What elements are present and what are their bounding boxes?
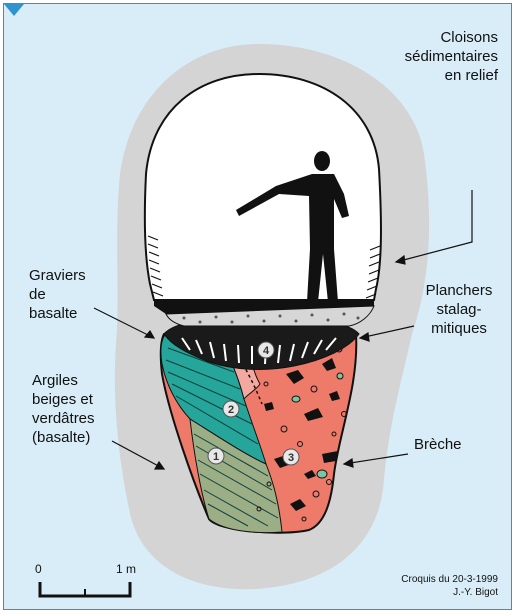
- svg-text:1: 1: [213, 451, 219, 463]
- credit-date: Croquis du 20-3-1999: [334, 574, 498, 586]
- diagram-frame: 1 2 3 4 Cloisons sédimentaires en relief…: [3, 3, 512, 610]
- marker-1: 1: [208, 448, 224, 464]
- label-breccia: Brèche: [414, 435, 462, 454]
- svg-text:4: 4: [263, 345, 270, 357]
- credit-author: J.-Y. Bigot: [334, 587, 498, 599]
- label-basalt-gravel: Graviers de basalte: [29, 266, 86, 323]
- label-sedimentary-partitions: Cloisons sédimentaires en relief: [334, 28, 498, 85]
- scale-start-label: 0: [35, 562, 42, 576]
- corner-marker: [4, 4, 24, 16]
- scale-end-label: 1 m: [116, 562, 136, 576]
- label-clays: Argiles beiges et verdâtres (basalte): [32, 371, 95, 447]
- scale-bar: [40, 582, 130, 596]
- svg-text:2: 2: [228, 404, 234, 416]
- marker-3: 3: [283, 449, 299, 465]
- svg-text:3: 3: [288, 452, 294, 464]
- marker-4: 4: [258, 342, 274, 358]
- cave-void: [145, 74, 381, 300]
- label-stalagmitic-floors: Planchers stalag- mitiques: [414, 281, 504, 338]
- marker-2: 2: [223, 401, 239, 417]
